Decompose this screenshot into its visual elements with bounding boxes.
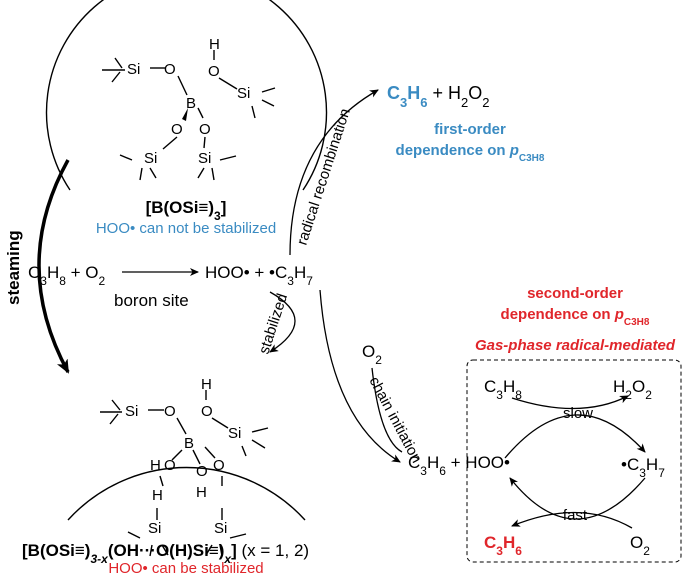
first-order-line2: dependence on pC3H8 [396, 142, 545, 164]
cycle-slow-branch [511, 395, 629, 410]
bottom-circle-arc [67, 466, 306, 521]
bottom-atom-o1: O [164, 403, 176, 420]
top-structure: Si O B H O Si O O Si Si [B(OSi≡)3] HOO• … [45, 0, 328, 237]
top-note: HOO• can not be stabilized [96, 220, 276, 237]
steaming-label: steaming [4, 230, 23, 305]
bottom-formula: [B(OSi≡)3-x(OH···O(H)Si≡)x] (x = 1, 2) [22, 541, 309, 566]
radical-products: HOO• + •C3H7 [205, 263, 313, 288]
top-atom-o2: O [208, 63, 220, 80]
bottom-atom-si1: Si [125, 403, 138, 420]
bottom-atom-si4: Si [214, 520, 227, 537]
top-atom-si1: Si [127, 61, 140, 78]
bottom-bonds [100, 390, 269, 557]
cycle-slow: slow [563, 405, 593, 422]
bottom-atom-o4: O [196, 463, 208, 480]
cycle-top-arc [504, 414, 646, 459]
top-formula: [B(OSi≡)3] [146, 198, 227, 223]
first-order-line1: first-order [434, 121, 506, 138]
bottom-atom-o3: O [164, 457, 176, 474]
chain-initiation-arrow [319, 289, 401, 463]
bottom-atom-h4: H [152, 487, 163, 504]
top-circle-arc [45, 0, 328, 191]
o2-label: O2 [362, 342, 382, 367]
top-atom-b: B [186, 95, 196, 112]
top-bonds [102, 50, 276, 181]
top-atom-si3: Si [144, 150, 157, 167]
bottom-atom-o2: O [201, 403, 213, 420]
top-atom-o1: O [164, 61, 176, 78]
cycle-h2o2: H2O2 [613, 377, 652, 402]
steaming-arrow [37, 159, 70, 374]
bottom-structure: Si O B H O Si H O O O H H Si Si [B(OSi≡)… [22, 376, 309, 576]
bottom-atom-h2: H [150, 457, 161, 474]
stabilized-arrow [269, 291, 296, 353]
top-atom-si2: Si [237, 85, 250, 102]
gas-phase-box [466, 359, 682, 563]
cycle-o2: O2 [630, 533, 650, 558]
bottom-atom-h3: H [196, 484, 207, 501]
bottom-atom-o5: O [213, 457, 225, 474]
top-atom-o3: O [171, 121, 183, 138]
cycle-fast: fast [563, 507, 588, 524]
cycle-c3h6: C3H6 [484, 533, 522, 558]
top-atom-o4: O [199, 121, 211, 138]
catalyst-label: boron site [114, 291, 189, 310]
bottom-atom-si2: Si [228, 425, 241, 442]
second-order-line2: dependence on pC3H8 [501, 306, 650, 328]
top-atom-h: H [209, 36, 220, 53]
second-order-line1: second-order [527, 285, 623, 302]
top-right-product: C3H6 + H2O2 [387, 83, 489, 110]
bottom-atom-si3: Si [148, 520, 161, 537]
bottom-atom-h1: H [201, 376, 212, 393]
o2-feed-curve [371, 367, 403, 453]
cycle-bottom-arc [509, 477, 646, 520]
radical-recombination-arrow [289, 89, 379, 256]
stabilized-label: stabilized [256, 291, 291, 356]
cycle-c3h7: •C3H7 [621, 455, 665, 480]
catalytic-cycle: C3H8 H2O2 slow •C3H7 fast C3H6 O2 [484, 377, 665, 558]
cycle-fast-branch [511, 511, 633, 529]
bottom-atom-b: B [184, 435, 194, 452]
bottom-note: HOO• can be stabilized [108, 560, 263, 576]
cycle-c3h8: C3H8 [484, 377, 522, 402]
reactants: C3H8 + O2 [28, 263, 106, 288]
main-reaction: C3H8 + O2 boron site HOO• + •C3H7 [28, 263, 313, 310]
gas-phase-title: Gas-phase radical-mediated [475, 337, 676, 354]
c3h6-hoo: C3H6 + HOO• [408, 453, 510, 478]
top-atom-si4: Si [198, 150, 211, 167]
